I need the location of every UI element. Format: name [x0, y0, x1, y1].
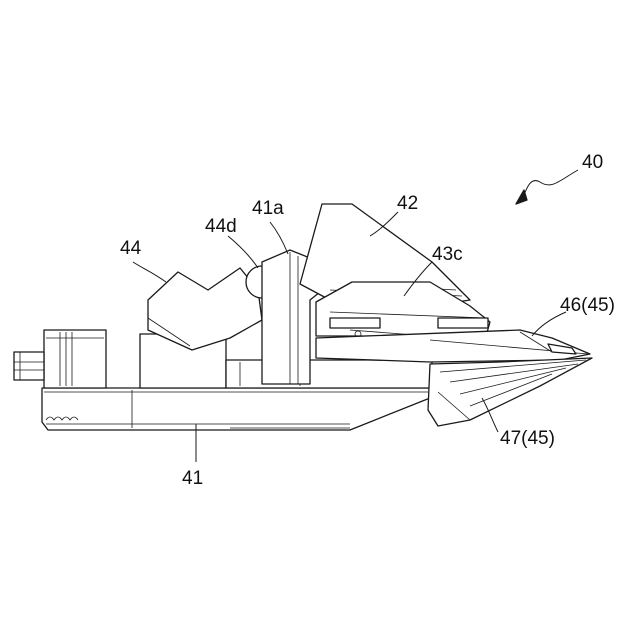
- label-guide-arm-face: 44d: [205, 216, 237, 237]
- label-lower-blade: 47(45): [500, 428, 555, 449]
- label-upper-blade: 46(45): [560, 295, 615, 316]
- lower-blade: [428, 358, 592, 426]
- label-guide-arm: 44: [120, 238, 142, 259]
- guide-arm: [148, 266, 278, 350]
- label-assembly: 40: [582, 152, 603, 173]
- base-block: [42, 388, 430, 430]
- label-cover-edge: 43c: [432, 244, 463, 265]
- label-base-post: 41a: [252, 198, 284, 219]
- label-cover: 42: [397, 193, 418, 214]
- left-stop-block: [14, 330, 106, 388]
- label-base: 41: [182, 468, 203, 489]
